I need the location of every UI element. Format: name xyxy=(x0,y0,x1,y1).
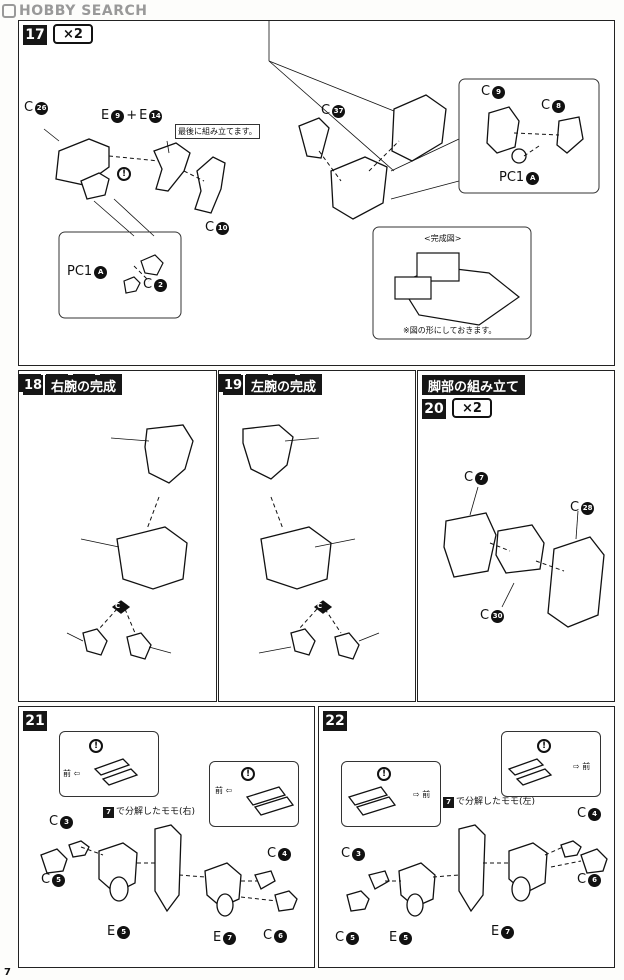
part-c26-drawing xyxy=(55,138,110,186)
step-20-multiplier: ×2 xyxy=(452,398,492,418)
leg-assembly-header: 脚部の組み立て xyxy=(422,375,526,395)
complete-view-plate-2 xyxy=(394,276,432,300)
part-c10-drawing xyxy=(194,156,226,214)
pc1-inset-drawing xyxy=(123,276,141,294)
front-arrow-label: 前 ⇦ xyxy=(63,769,81,778)
part-small-joint-drawing xyxy=(80,172,110,200)
front-arrow-label: 前 ⇦ xyxy=(215,786,233,795)
warning-icon: ! xyxy=(537,739,551,753)
joint-c-label: C xyxy=(115,602,121,610)
part-c37-drawing xyxy=(298,117,330,159)
step-17-panel: 17 ×2 xyxy=(18,20,615,366)
step-22-diagram xyxy=(346,758,608,917)
front-arrow-label: ⇨ 前 xyxy=(573,762,591,771)
part-pc1-drawing xyxy=(511,148,527,164)
warning-icon: ! xyxy=(241,767,255,781)
complete-view-note: ※図の形にしておきます。 xyxy=(403,326,497,335)
step-21-number: 21 xyxy=(23,711,47,731)
part-e9-drawing xyxy=(153,142,191,192)
part-c8-drawing xyxy=(556,116,584,154)
front-arrow-label: ⇨ 前 xyxy=(413,790,431,799)
c2-inset-drawing xyxy=(140,254,164,276)
warning-icon: ! xyxy=(377,767,391,781)
front-direction-inset xyxy=(501,731,601,797)
warning-icon: ! xyxy=(89,739,103,753)
part-c9-drawing xyxy=(486,106,520,154)
step-21-diagram xyxy=(40,758,298,917)
step-17-multiplier: ×2 xyxy=(53,24,93,44)
step-17-diagram xyxy=(43,21,600,340)
step-18-diagram xyxy=(66,424,194,660)
step-19-diagram xyxy=(242,424,380,660)
step-20-number: 20 xyxy=(422,399,446,419)
watermark-text: HOBBY SEARCH xyxy=(19,3,148,19)
part-lower-shell-drawing xyxy=(330,156,388,220)
complete-view-title: <完成図> xyxy=(424,234,462,243)
assemble-last-note: 最後に組み立てます。 xyxy=(175,124,260,139)
complete-view-plate xyxy=(416,252,460,282)
joint-c-label: C xyxy=(317,602,323,610)
step-17-number: 17 xyxy=(23,25,47,45)
warning-icon: ! xyxy=(117,167,131,181)
hobbysearch-watermark: HOBBY SEARCH xyxy=(2,2,147,20)
step-20-diagram xyxy=(443,486,605,628)
part-upper-shell-drawing xyxy=(391,94,447,162)
step-22-number: 22 xyxy=(323,711,347,731)
page-number: 7 xyxy=(4,967,11,978)
hobbysearch-logo-icon xyxy=(2,4,16,18)
